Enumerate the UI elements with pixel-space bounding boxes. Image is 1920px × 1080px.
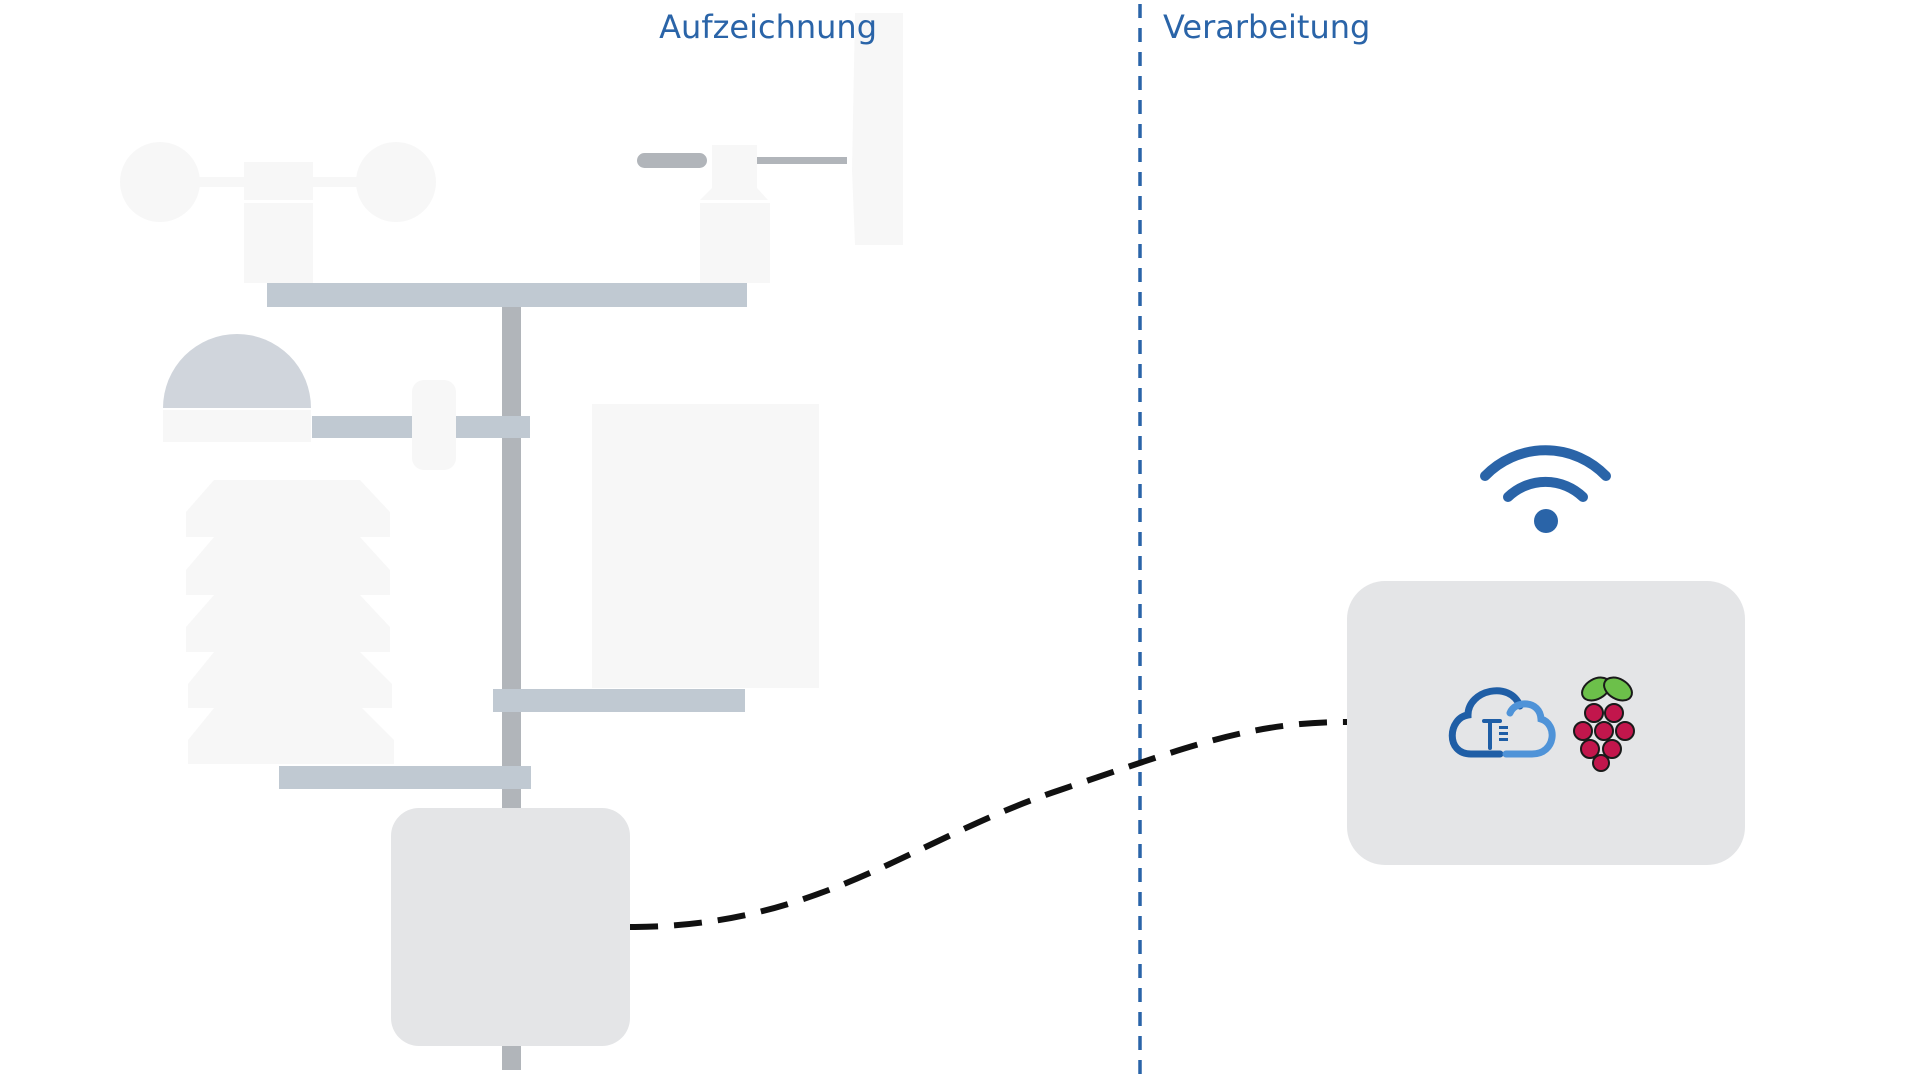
wifi-icon bbox=[1480, 445, 1611, 533]
weather-cloud-icon bbox=[1448, 687, 1556, 758]
panel-arm bbox=[493, 689, 745, 712]
light-sensor bbox=[163, 334, 530, 470]
section-label-recording: Aufzeichnung bbox=[659, 8, 877, 46]
top-crossbar bbox=[267, 283, 747, 307]
solar-panel bbox=[592, 404, 819, 688]
wind-vane bbox=[637, 13, 903, 283]
data-cable bbox=[629, 719, 1348, 930]
processing-hub bbox=[1347, 445, 1745, 865]
weather-station bbox=[120, 13, 903, 1070]
anemometer bbox=[120, 142, 436, 283]
section-label-processing: Verarbeitung bbox=[1163, 8, 1371, 46]
shield-arm bbox=[279, 766, 531, 789]
raspberry-pi-icon bbox=[1573, 676, 1635, 772]
radiation-shield bbox=[186, 480, 394, 764]
logger-box bbox=[391, 808, 630, 1046]
